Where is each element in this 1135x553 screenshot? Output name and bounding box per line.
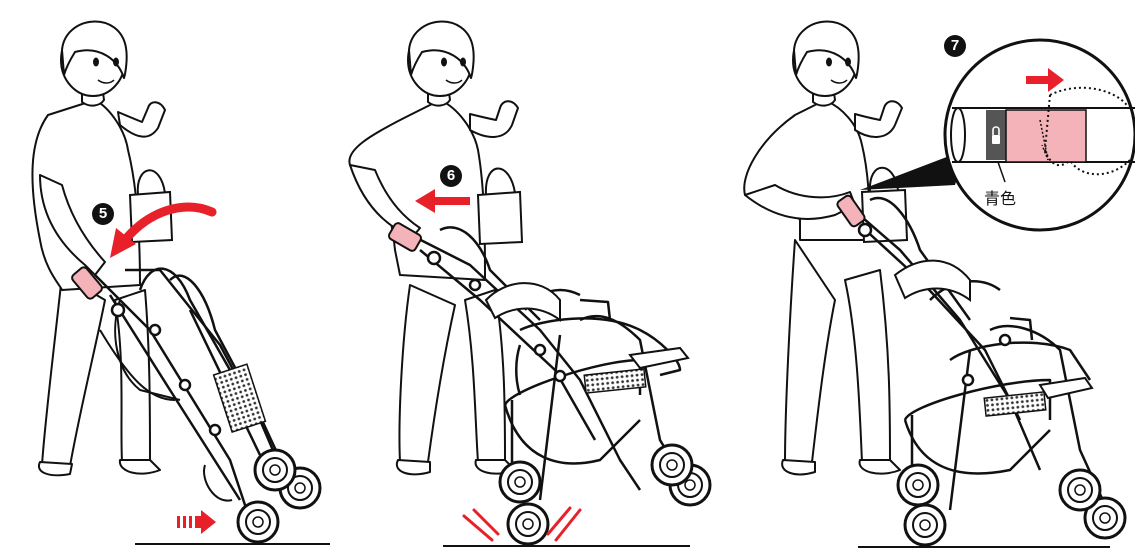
person-figure-icon	[32, 22, 165, 476]
basket-mesh	[214, 364, 266, 432]
dashed-red-arrow-icon	[177, 510, 216, 534]
rear-wheel-2	[652, 445, 692, 485]
panel-step-5	[32, 22, 330, 544]
zoom-callout	[945, 40, 1135, 230]
front-wheel-2	[898, 465, 938, 505]
basket-mesh	[984, 392, 1046, 416]
step-badge-7: 7	[944, 35, 966, 57]
step-badge-5: 5	[92, 203, 114, 225]
step-badge-6: 6	[440, 165, 462, 187]
basket-mesh	[584, 369, 646, 393]
person-figure-icon	[744, 22, 902, 475]
rear-wheel-2	[1060, 470, 1100, 510]
panel-step-7	[744, 22, 1135, 547]
panel-step-6	[349, 22, 710, 546]
front-wheel	[905, 505, 945, 545]
front-wheel	[508, 504, 548, 544]
color-label: 青色	[984, 185, 1016, 209]
front-wheel	[238, 502, 278, 542]
rear-wheel-2	[255, 450, 295, 490]
front-wheel-2	[500, 462, 540, 502]
handbag-icon	[478, 168, 522, 244]
